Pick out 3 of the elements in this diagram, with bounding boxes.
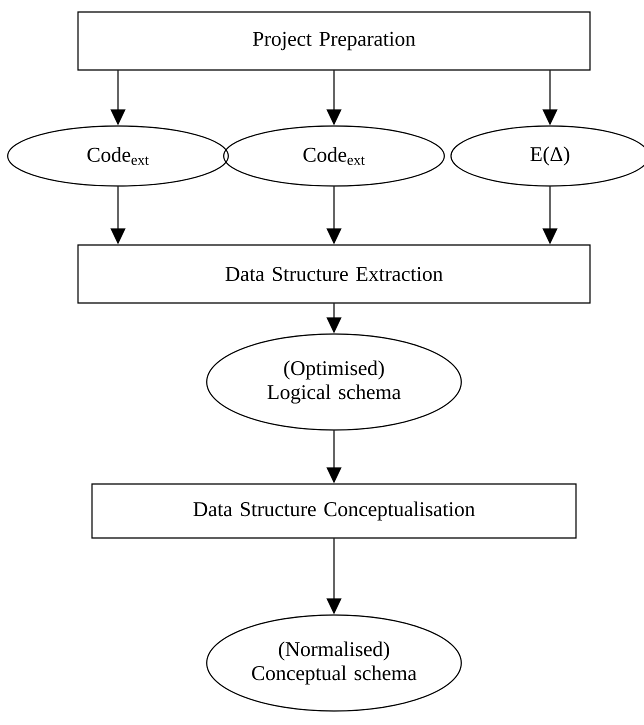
- process-box: Project Preparation: [77, 11, 591, 71]
- process-box: Data Structure Extraction: [77, 244, 591, 304]
- process-box: Data Structure Conceptualisation: [91, 483, 577, 539]
